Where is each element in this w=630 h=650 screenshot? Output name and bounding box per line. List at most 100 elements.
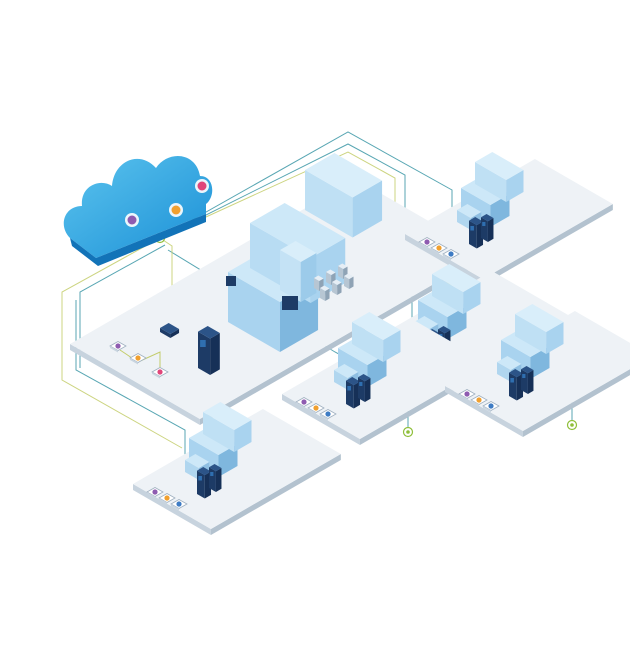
factory-platforms bbox=[70, 152, 630, 535]
main-terminal-right bbox=[170, 329, 180, 338]
platform-top-right-device-3-tile-edge bbox=[443, 254, 451, 261]
platform-top-right-cabinet-small-body-top bbox=[481, 214, 494, 222]
main-drum-2-top bbox=[326, 269, 336, 275]
main-device-2 bbox=[129, 353, 147, 365]
platform-top-right-cabinet-small-body-right bbox=[487, 218, 494, 242]
platform-bottom-right-edge-side bbox=[522, 369, 630, 437]
main-machine-panel bbox=[282, 296, 298, 310]
platform-center-bottom-machine-front-top bbox=[334, 364, 359, 378]
main-drum-4 bbox=[320, 285, 330, 301]
cloud-shape bbox=[63, 156, 213, 258]
main-drum-5-right bbox=[337, 282, 342, 295]
platform-center-bottom-machine-base-top bbox=[338, 337, 387, 365]
platform-mid-right-machine-base bbox=[418, 289, 467, 339]
platform-center-bottom-machine-front-left bbox=[334, 370, 348, 390]
platform-center-bottom-cabinet-body-top bbox=[346, 377, 361, 386]
platform-top-right-cabinet-small-body bbox=[481, 214, 494, 242]
platform-mid-right-machine-base-top bbox=[418, 289, 467, 317]
main-machine-badge bbox=[226, 276, 236, 286]
platform-center-bottom-device-3 bbox=[319, 409, 337, 421]
main-device-2-tile-edge bbox=[130, 358, 138, 365]
platform-top-right-device-3-dot bbox=[448, 251, 454, 257]
main-drum-4-right bbox=[325, 288, 330, 301]
platform-bottom-right-machine-upper-right bbox=[546, 322, 564, 354]
platform-bottom-left-cabinet bbox=[197, 467, 212, 499]
platform-bottom-left-surface bbox=[133, 409, 341, 529]
platform-top-right-machine-upper-top bbox=[475, 152, 524, 180]
main-platform bbox=[70, 153, 486, 425]
platform-bottom-left-edge-side bbox=[210, 454, 341, 535]
platform-bottom-right-cabinet-body-left bbox=[509, 372, 517, 401]
main-platform-edge-front bbox=[70, 344, 200, 425]
platform-bottom-left-cabinet-small bbox=[209, 464, 222, 492]
network-node-icon bbox=[566, 419, 578, 431]
platform-center-bottom-cabinet-body-left bbox=[346, 380, 354, 409]
platform-bottom-right bbox=[445, 304, 630, 437]
platform-bottom-left-device-1 bbox=[146, 487, 164, 499]
platform-mid-right-machine-front-top bbox=[414, 316, 439, 330]
platform-bottom-right-cabinet bbox=[509, 369, 524, 401]
platform-mid-right-machine-upper-top bbox=[432, 264, 481, 292]
platform-mid-right-machine-upper-right bbox=[463, 282, 481, 314]
main-cabinet bbox=[198, 326, 220, 375]
platform-center-bottom-device-3-dot bbox=[325, 411, 331, 417]
platform-bottom-left-device-1-dot bbox=[152, 489, 158, 495]
platform-bottom-left-machine-upper-top bbox=[203, 402, 252, 430]
platform-center-bottom-cabinet-small-screen bbox=[359, 382, 363, 386]
main-drum-6-top bbox=[344, 273, 354, 279]
main-machine-top-right bbox=[352, 180, 383, 238]
network-node-icon bbox=[402, 426, 414, 438]
main-cabinet-body bbox=[198, 326, 220, 375]
platform-center-bottom-cabinet-small-body bbox=[358, 374, 371, 402]
platform-bottom-left-machine-upper-right bbox=[234, 420, 252, 452]
platform-top-right-device-1-dot bbox=[424, 239, 430, 245]
platform-top-right-cabinet-body-top bbox=[469, 217, 484, 226]
platform-top-right-device-1-tile-edge bbox=[419, 242, 427, 249]
platform-bottom-right-device-2-dot bbox=[476, 397, 482, 403]
device-orange-icon bbox=[169, 203, 183, 217]
platform-bottom-right-cabinet-screen bbox=[510, 378, 514, 383]
platform-mid-right-machine-upper-left bbox=[432, 274, 464, 314]
platform-top-right-cabinet-small-body-left bbox=[481, 217, 488, 242]
platform-bottom-right-machine-upper-left bbox=[515, 314, 547, 354]
platform-center-bottom-cabinet bbox=[346, 377, 361, 409]
main-drum-4-top bbox=[320, 285, 330, 291]
main-machine-upper-top bbox=[250, 203, 346, 258]
platform-bottom-right-cabinet-small bbox=[521, 366, 534, 394]
main-cabinet-body-left bbox=[198, 331, 211, 375]
platform-center-bottom-machine-upper-top bbox=[352, 312, 401, 340]
platform-bottom-left-cabinet-body bbox=[197, 467, 212, 499]
network-node-core-6 bbox=[406, 430, 410, 434]
platform-bottom-right-device-1-dot bbox=[464, 391, 470, 397]
main-device-links bbox=[119, 349, 161, 370]
platform-center-bottom-cabinet-small-body-right bbox=[364, 378, 371, 402]
main-drum-3-top bbox=[338, 263, 348, 269]
platform-bottom-right-device-3 bbox=[482, 401, 500, 413]
platform-mid-right-machine-upper bbox=[432, 264, 481, 314]
platform-bottom-right-device-3-tile-edge bbox=[483, 406, 491, 413]
main-machine-module-top bbox=[280, 241, 317, 262]
platform-bottom-left-cabinet-small-body-right bbox=[215, 468, 222, 492]
platform-center-bottom-cabinet-small bbox=[358, 374, 371, 402]
platform-center-bottom-device-1-tile-edge bbox=[296, 402, 304, 409]
platform-bottom-left-cabinet-small-body bbox=[209, 464, 222, 492]
platform-top-right-cabinet bbox=[469, 217, 484, 249]
main-cabinet-screen bbox=[200, 340, 206, 347]
platform-bottom-left-cabinet-small-body-top bbox=[209, 464, 222, 472]
platform-center-bottom-device-1 bbox=[295, 397, 313, 409]
main-device-1-tile-edge bbox=[110, 346, 118, 353]
platform-bottom-right-machine-front-top bbox=[497, 356, 522, 370]
platform-bottom-right-cabinet-body-top bbox=[509, 369, 524, 378]
device-pink-icon bbox=[195, 179, 209, 193]
platform-top-right-device-2-tile-edge bbox=[431, 248, 439, 255]
main-device-1 bbox=[109, 341, 127, 353]
platform-center-bottom-device-2-tile-edge bbox=[308, 408, 316, 415]
main-drum-6-left bbox=[344, 276, 350, 289]
platform-bottom-right-machine-base-top bbox=[501, 329, 550, 357]
platform-center-bottom-cabinet-body bbox=[346, 377, 361, 409]
platform-bottom-right-device-2 bbox=[470, 395, 488, 407]
main-terminal bbox=[160, 323, 180, 338]
platform-center-bottom-cabinet-small-body-left bbox=[358, 377, 365, 402]
main-drum-2-left bbox=[326, 272, 332, 285]
